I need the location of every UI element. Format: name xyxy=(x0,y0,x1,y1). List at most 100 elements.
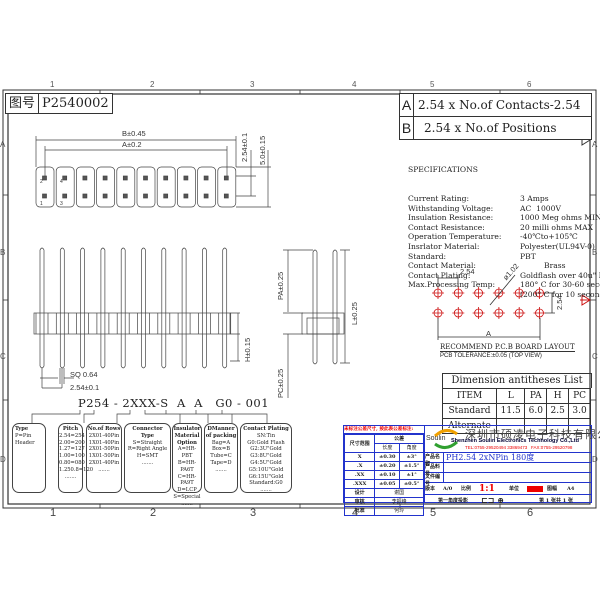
spec-value: PBT xyxy=(520,251,536,261)
option-box-title: DManner of packing xyxy=(205,426,237,439)
sheet: A4 xyxy=(567,485,575,492)
version: A/0 xyxy=(443,485,453,492)
plastic-body xyxy=(33,312,231,335)
pin-square xyxy=(62,175,68,181)
version-row: 版本 A/0 比例 1:1 单位 mm 图幅 A4 xyxy=(425,483,591,495)
pcb-title: RECOMMEND P.C.B BOARD LAYOUT xyxy=(440,343,575,352)
top-view xyxy=(35,136,271,208)
part-number-leaders xyxy=(31,410,268,423)
pcb-pitch-x: 2.54 xyxy=(460,267,475,276)
housing-cell xyxy=(116,166,136,208)
scale-label: 比例 xyxy=(461,486,472,492)
company-header: Soulin 深圳市硕凌电子科技有限公司 Shenzhen Soulin Ele… xyxy=(425,426,600,453)
pin-square xyxy=(82,175,88,181)
product-no-row: 产品料号 xyxy=(425,463,591,477)
tol-header: 公差 xyxy=(374,434,424,444)
option-line: ....... xyxy=(64,473,77,480)
projection-label: 第一角度投影 xyxy=(437,497,468,504)
body-groove xyxy=(76,313,89,334)
pin-square xyxy=(42,193,47,199)
option-line: H=SMT xyxy=(136,453,159,460)
zone-column-top: 3 xyxy=(250,80,255,89)
pin-square xyxy=(42,175,47,181)
dim-pc: PC±0.25 xyxy=(276,368,285,398)
body-groove xyxy=(157,313,171,334)
signer-name: 李振峰 xyxy=(374,497,424,507)
page-count: 第 1 张共 1 张 xyxy=(539,497,573,504)
option-line: C=HR-PA9T xyxy=(177,473,197,487)
side-view xyxy=(283,249,350,398)
spec-row: Withstanding Voltage:AC 1000V xyxy=(408,204,600,214)
option-box-title: Insulator Material Option xyxy=(173,426,201,446)
dim-table-cell: 11.5 xyxy=(496,403,526,419)
spec-label: Operation Temperature: xyxy=(408,232,502,242)
zone-row-left: A xyxy=(0,140,6,149)
zone-row-left: B xyxy=(0,248,6,257)
version-label: 版本 xyxy=(425,486,436,492)
sheet-label: 图幅 xyxy=(547,486,558,492)
zone-row-left: D xyxy=(0,455,6,464)
drawing-number-label: 图号 xyxy=(6,94,40,113)
housing-cell xyxy=(96,166,115,208)
projection-symbol-icon: ⊏⊐ ⊕ xyxy=(481,495,504,505)
tol-sub: 角度 xyxy=(399,443,424,453)
pin-square xyxy=(143,193,148,199)
option-line: Box=B xyxy=(211,446,231,453)
logo-text: Soulin xyxy=(426,435,446,442)
option-box-title: Contact Plating xyxy=(243,426,289,432)
option-line: 2.00=200 xyxy=(59,439,85,446)
tol-cell: .XX xyxy=(343,470,376,480)
option-line: 1.250.8=120 xyxy=(59,466,94,473)
housing-cell xyxy=(136,166,156,208)
pin xyxy=(141,247,146,369)
option-line: 1.00=100 xyxy=(59,453,85,460)
pin-square xyxy=(183,175,189,181)
zone-column-bottom: 2 xyxy=(150,507,157,519)
option-line: 2X01-50Pin xyxy=(88,446,120,453)
pcb-hole-center xyxy=(472,287,485,299)
dim-table-header: ITEM xyxy=(441,388,498,404)
spec-label: Insulation Resistance: xyxy=(408,213,494,223)
body-groove xyxy=(96,313,110,334)
pin xyxy=(161,247,167,369)
formula-box: A 2.54 x No.of Contacts-2.54 B 2.54 x No… xyxy=(399,93,592,140)
zone-row-right: D xyxy=(592,455,598,464)
tol-cell: ±1° xyxy=(399,470,424,480)
part-number-leaders xyxy=(31,410,268,423)
option-line: G3:8U"Gold xyxy=(250,453,282,460)
option-line: ....... xyxy=(141,459,154,466)
spec-label: Withstanding Voltage: xyxy=(408,203,494,213)
tol-cell: ±0.5° xyxy=(399,479,424,489)
spec-label: Contact Material: xyxy=(408,261,476,271)
zone-column-bottom: 3 xyxy=(250,507,257,519)
option-box-title: Pitch xyxy=(62,426,79,432)
dim-h: H±0.15 xyxy=(243,337,252,362)
spec-value: 180° C for 30-60 seconds xyxy=(520,280,600,290)
option-line: 1X01-40Pin xyxy=(88,439,120,446)
pin-square xyxy=(223,193,229,199)
pin-square xyxy=(102,175,108,181)
option-line: S=Straight xyxy=(132,439,163,446)
pin-square xyxy=(223,175,229,181)
part-number: P254 - 2XXX-S A A G0 - 001 xyxy=(78,396,269,410)
pin-square xyxy=(143,175,148,181)
body-groove xyxy=(177,313,191,334)
zone-row-right: B xyxy=(592,248,598,257)
dim-width: 5.0±0.15 xyxy=(258,135,267,165)
formula-text-b: 2.54 x No.of Positions xyxy=(424,121,557,135)
zone-row-left: C xyxy=(0,352,6,361)
pn-packing: A xyxy=(194,396,203,410)
option-line: G6:15U"Gold xyxy=(248,473,284,480)
option-line: 2X01-40Pin xyxy=(88,432,120,439)
pin-square xyxy=(102,193,108,199)
option-line: Tape=D xyxy=(210,459,232,466)
tol-cell: ±0.10 xyxy=(374,470,401,480)
